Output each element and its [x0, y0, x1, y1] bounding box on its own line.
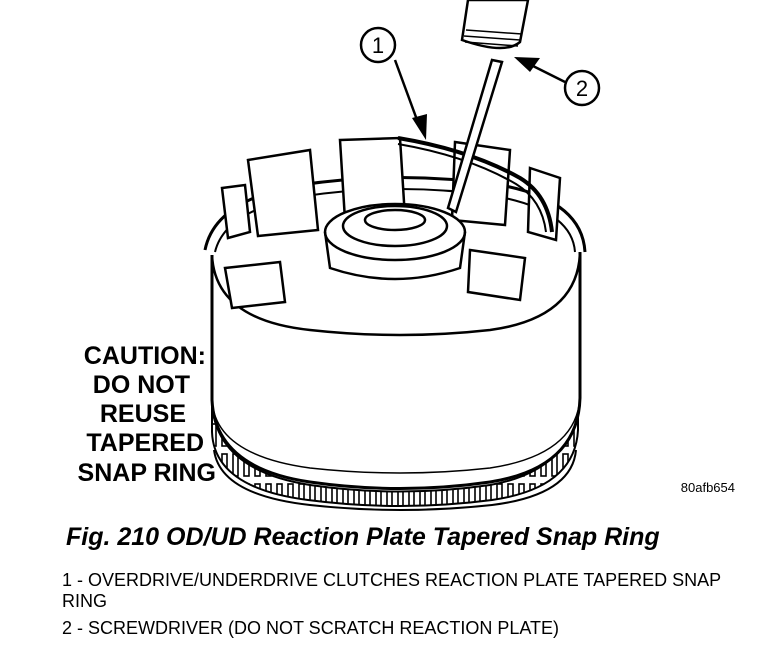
center-hub: [323, 202, 467, 281]
callout-1-label: 1: [372, 33, 384, 58]
image-code: 80afb654: [681, 480, 735, 495]
caution-line-2: DO NOT: [93, 371, 190, 399]
clutch-drum: [203, 176, 587, 490]
caution-line-4: TAPERED: [86, 429, 204, 457]
legend-item-1: 1 - OVERDRIVE/UNDERDRIVE CLUTCHES REACTI…: [62, 570, 721, 611]
clutch-reaction-plate-illustration: 1 2 CAUTION: DO NOT REUSE TAPERED SNAP R…: [78, 0, 735, 511]
figure-caption: Fig. 210 OD/UD Reaction Plate Tapered Sn…: [66, 523, 660, 551]
tapered-snap-ring: [397, 136, 554, 233]
caution-note: CAUTION: DO NOT REUSE TAPERED SNAP RING: [78, 342, 216, 487]
callout-2-label: 2: [576, 76, 588, 101]
callout-2: 2: [514, 57, 601, 107]
reaction-plate-lugs: [220, 136, 562, 310]
callout-1: 1: [359, 26, 427, 140]
caution-line-5: SNAP RING: [78, 459, 216, 487]
screwdriver: [446, 0, 530, 214]
caution-line-3: REUSE: [100, 400, 186, 428]
legend-item-2: 2 - SCREWDRIVER (DO NOT SCRATCH REACTION…: [62, 618, 560, 638]
caution-line-1: CAUTION:: [84, 342, 206, 370]
legend: 1 - OVERDRIVE/UNDERDRIVE CLUTCHES REACTI…: [62, 570, 752, 645]
